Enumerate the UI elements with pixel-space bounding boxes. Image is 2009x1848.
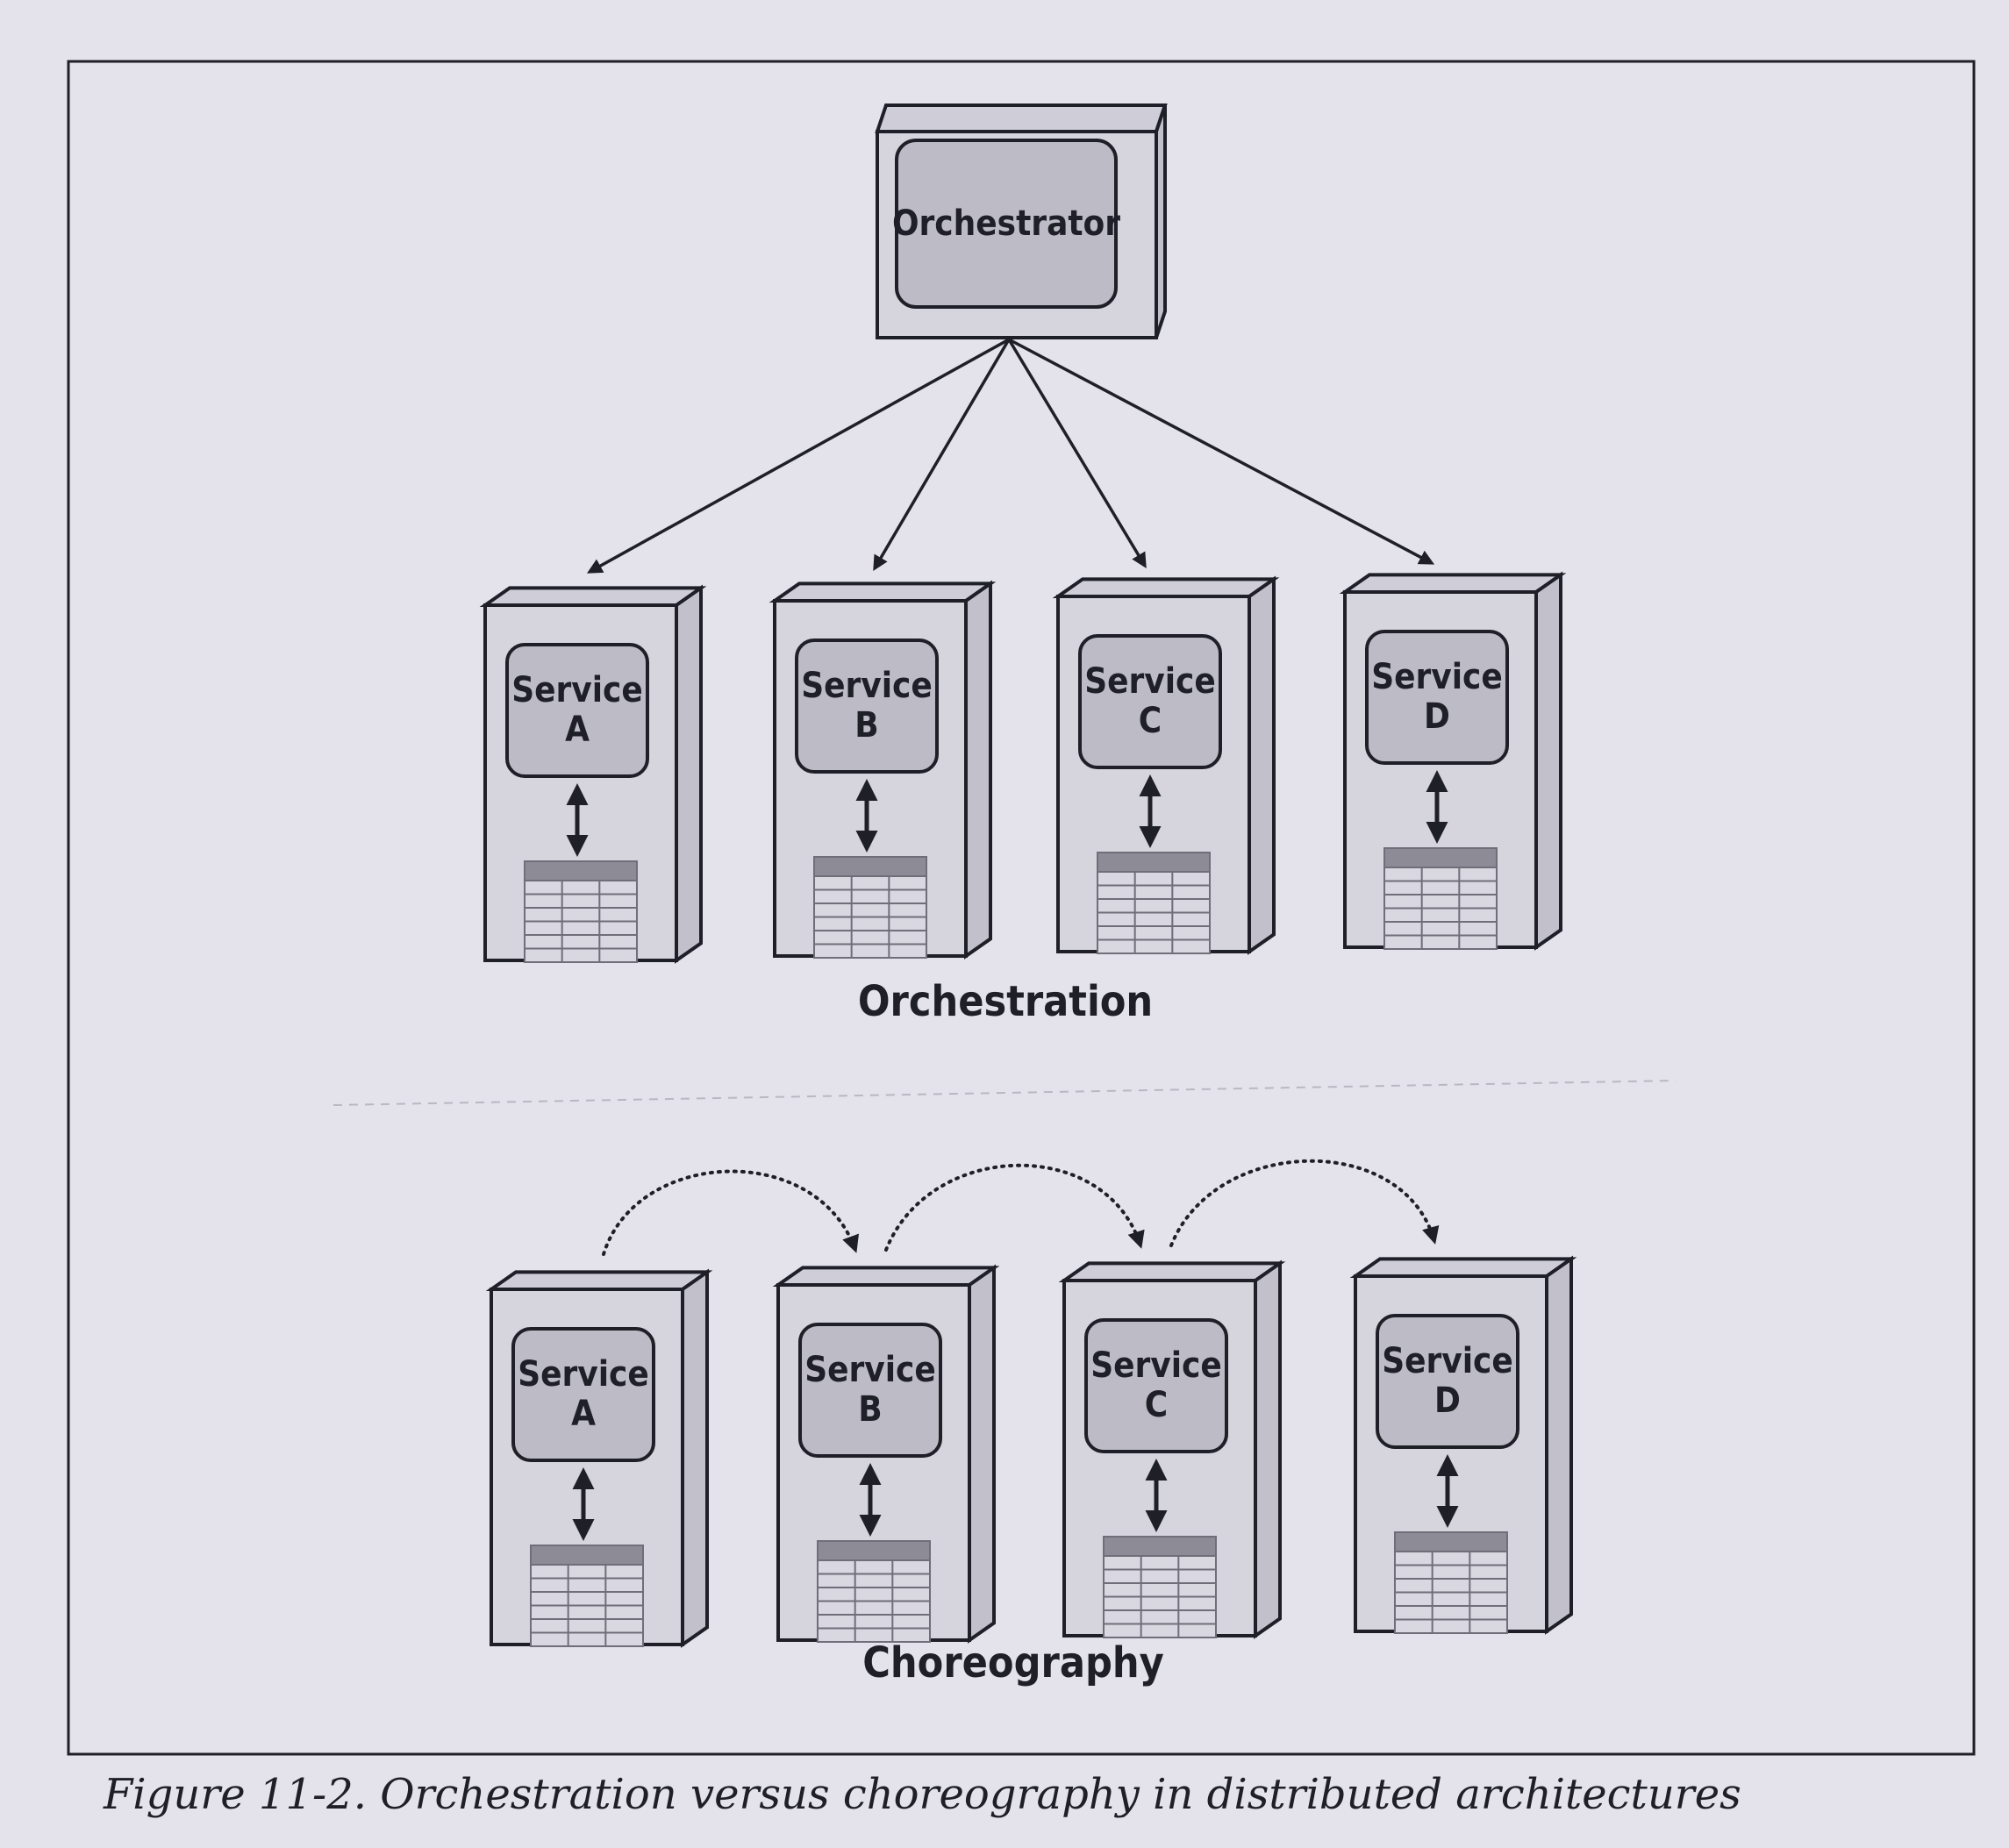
service-title: Service [518,1354,649,1395]
service-title: Service [801,666,933,706]
service-inner-block [1376,1314,1519,1449]
box-top-face [772,1266,1000,1287]
box-side-face [1534,571,1562,951]
service-letter: B [854,705,878,746]
dotted-arrow-c-to-d [1169,1159,1440,1247]
service-inner-block [798,1323,942,1458]
database-table-icon [1097,852,1211,954]
choreography-arrows [602,1159,1440,1256]
box-side-face [675,584,703,964]
service-letter: C [1145,1385,1168,1425]
database-table-icon [524,860,638,963]
dotted-arrow-a-to-b [602,1169,859,1256]
service-letter: A [571,1394,596,1434]
orchestrator-label: Orchestrator [892,203,1120,244]
figure-caption: Figure 11-2. Orchestration versus choreo… [103,1770,1741,1819]
service-title: Service [1382,1341,1513,1381]
figure-frame [67,60,1976,1756]
database-table-icon [530,1545,644,1647]
box-side-face [681,1268,709,1648]
section-divider [332,1080,1677,1106]
service-title: Service [1371,657,1503,697]
box-top-face [769,582,997,603]
orchestration-arrows [586,338,1435,574]
service-inner-block [505,643,649,778]
service-inner-block [1084,1318,1228,1453]
service-inner-block [511,1327,655,1462]
arrow-to-service-d [1008,338,1435,565]
box-top-face [1058,1261,1286,1282]
choreography-label: Choreography [862,1638,1164,1687]
orchestration-label: Orchestration [858,977,1153,1026]
database-table-icon [1383,847,1498,950]
box-top-face [1349,1257,1577,1278]
database-table-icon [1394,1531,1508,1634]
service-letter: C [1139,701,1162,741]
service-inner-block [795,639,939,774]
service-letter: B [858,1389,882,1430]
box-top-face [1339,573,1567,594]
service-inner-block [1365,630,1509,765]
box-side-face [1254,1259,1282,1639]
arrow-to-service-b [873,339,1011,572]
service-letter: A [565,710,590,750]
orchestrator-inner [895,139,1118,309]
database-table-icon [813,856,927,959]
box-side-face [1248,575,1276,955]
box-top-face [485,1270,713,1291]
service-letter: D [1424,696,1450,737]
service-title: Service [804,1350,936,1390]
service-inner-block [1078,634,1222,769]
box-side-face [964,580,992,960]
service-title: Service [1090,1345,1222,1386]
database-table-icon [817,1540,931,1643]
dotted-arrow-b-to-c [884,1163,1145,1252]
arrow-to-service-a [586,338,1010,574]
box-side-face [1545,1255,1573,1635]
service-letter: D [1434,1381,1461,1421]
box-top-face [479,586,707,607]
database-table-icon [1103,1536,1217,1638]
service-title: Service [511,670,643,710]
orchestrator-node: Orchestrator [875,103,1168,339]
box-top-face [1052,577,1280,598]
arrow-to-service-c [1007,339,1147,569]
box-side-face [968,1264,996,1644]
service-title: Service [1084,661,1216,702]
